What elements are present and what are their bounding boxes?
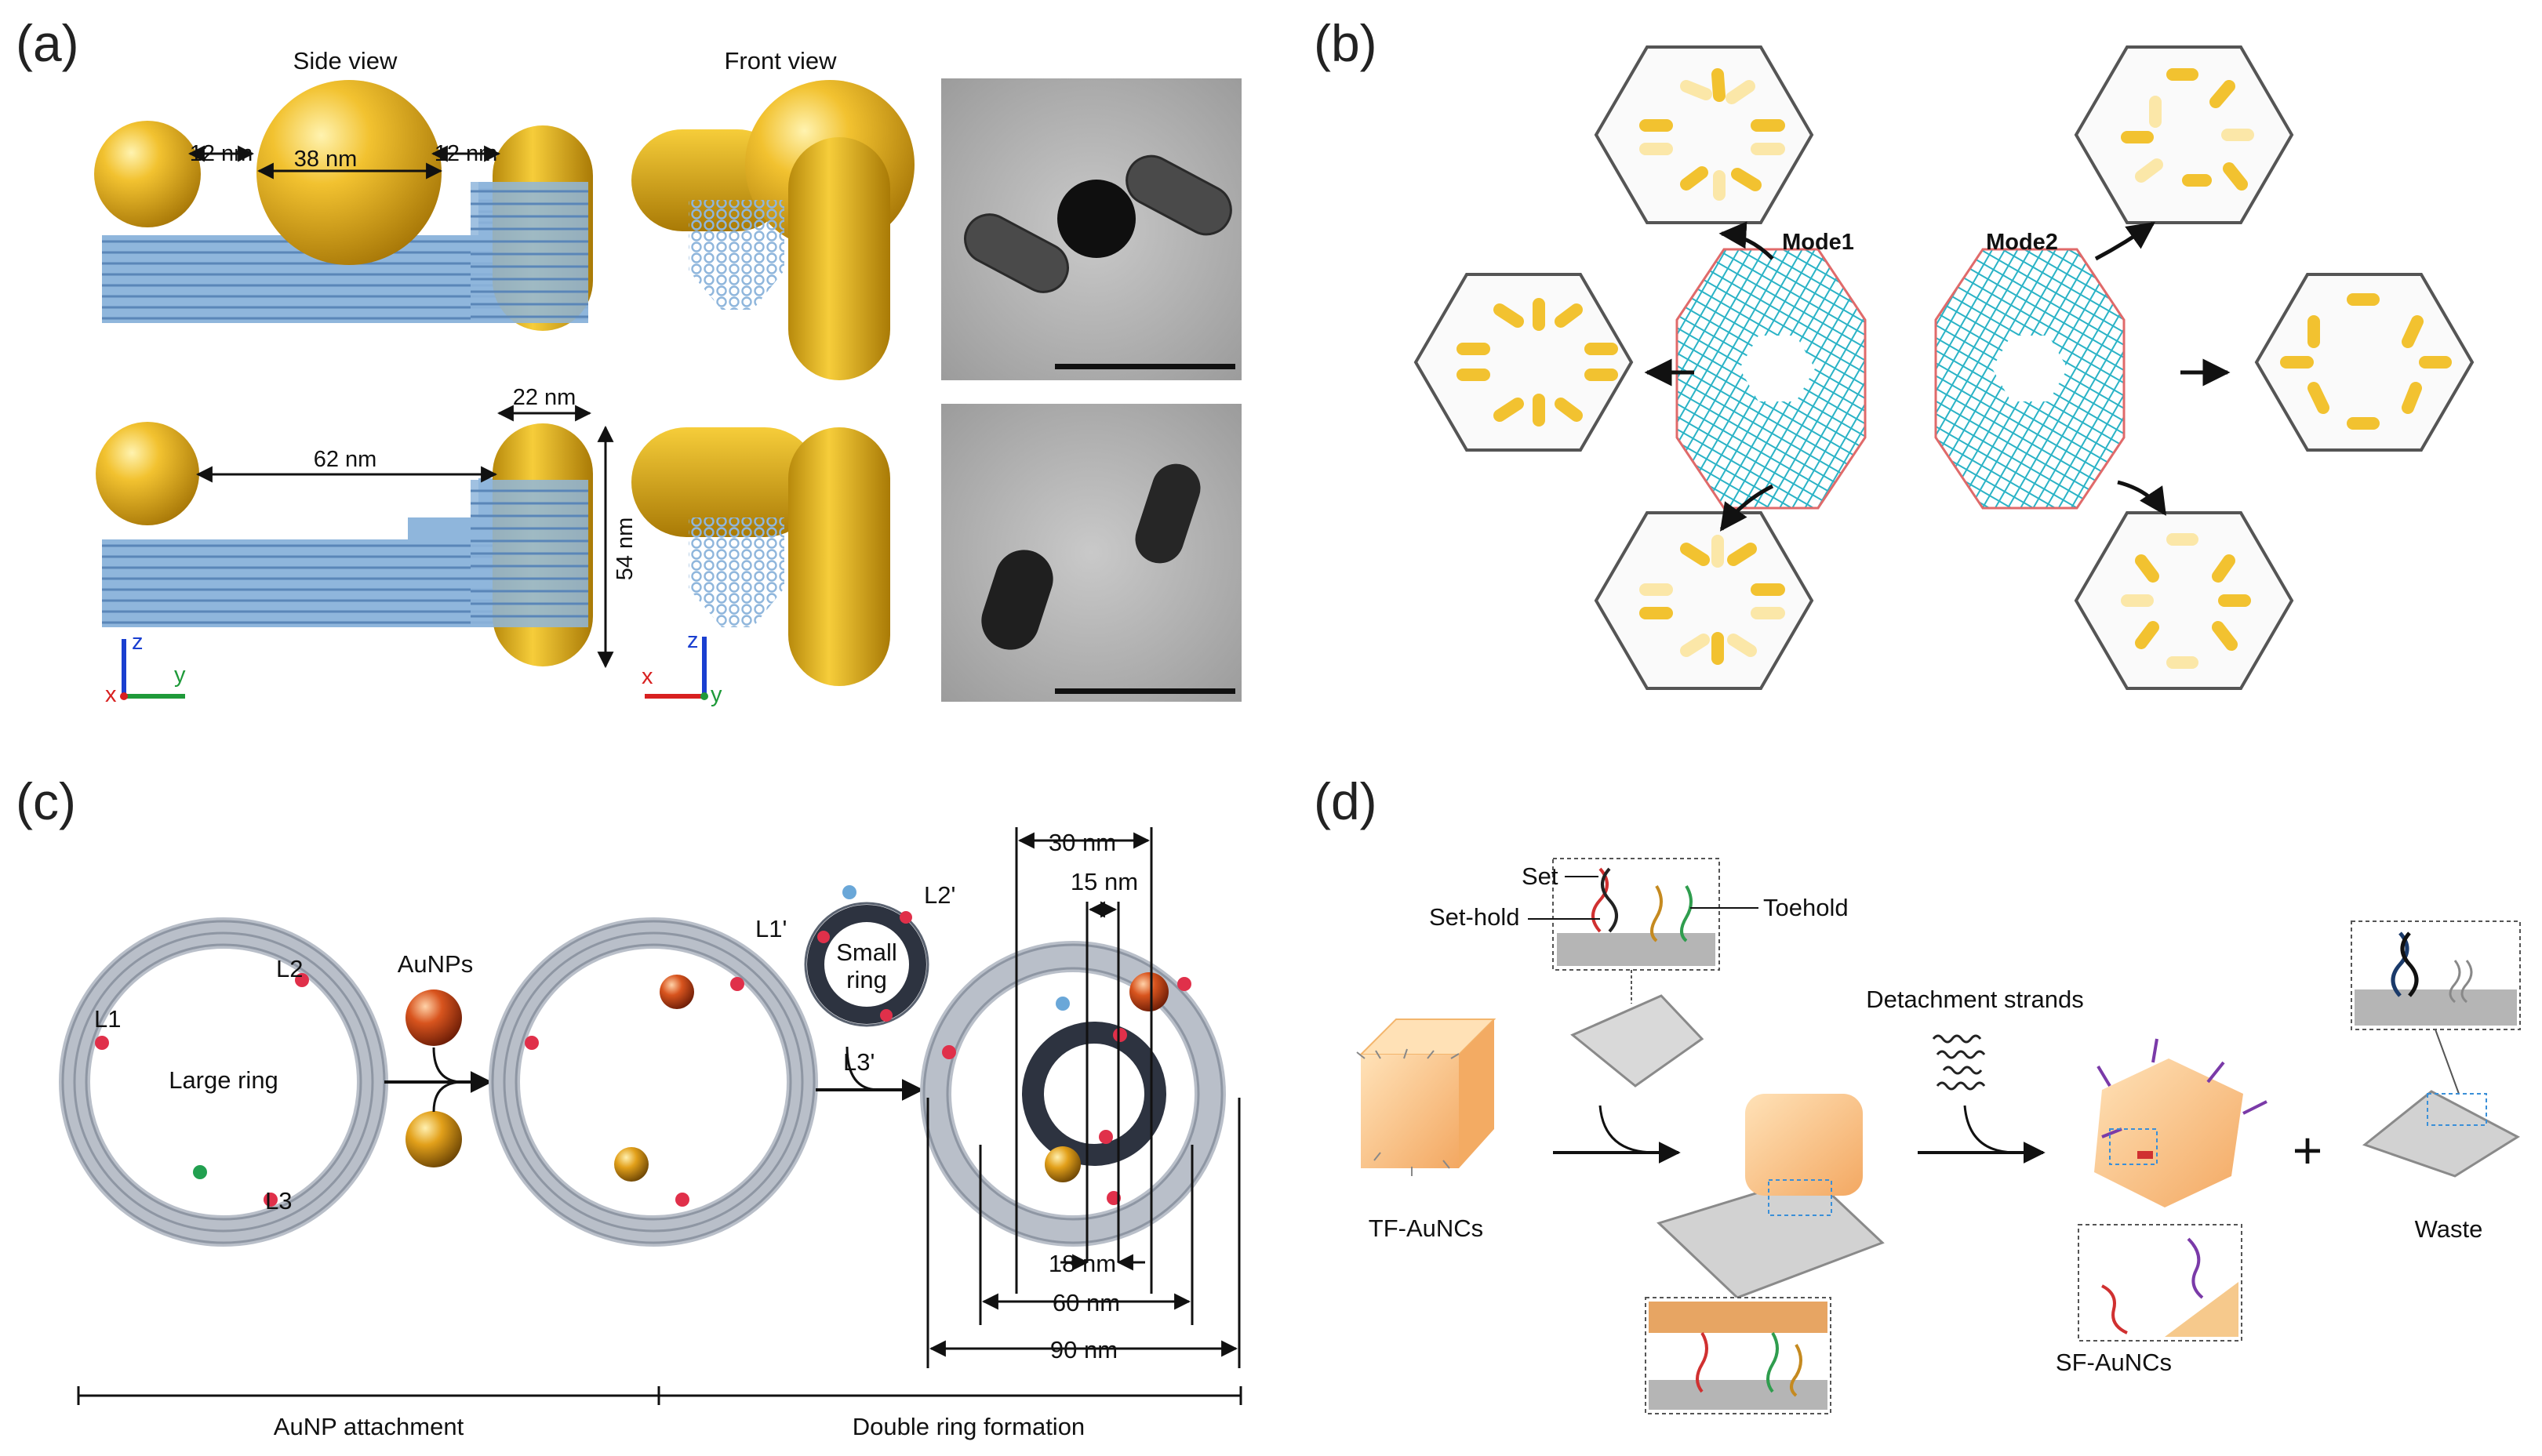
axis-x-side: x [105,682,117,707]
sf-aunc-cube [2094,1038,2267,1207]
large-ring-label: Large ring [169,1066,278,1094]
panel-d-label: (d) [1314,772,1377,830]
panel-a: (a) Side view Front view 12 nm 38 nm 12 … [16,14,1242,707]
aunps-label: AuNPs [398,950,473,978]
axes-triad-front: z x y [642,628,722,707]
double-ring [920,941,1226,1247]
plus-sign: + [2293,1121,2323,1179]
large-ring-2 [489,917,818,1247]
site-L2: L2 [276,955,303,982]
label-toehold: Toehold [1763,894,1849,921]
large-sphere-top [256,80,442,265]
mode2-label: Mode2 [1986,230,2058,255]
dim-rod-length: 54 nm [613,517,638,581]
hex-mode1-left [1413,273,1634,452]
axis-y-front: y [711,682,722,707]
dim-gap-left: 12 nm [190,141,253,166]
scale-bar-top [1055,364,1235,369]
label-set-hold: Set-hold [1429,903,1519,931]
panel-c: (c) Large ring L1 L2 L3 AuNPs [16,772,1242,1440]
small-sphere-bottom [96,422,199,525]
origami-triangle-waste [2362,1090,2521,1178]
small-ring-label-1: Small [836,939,897,966]
side-view-bottom: 22 nm 62 nm 54 nm z x y [96,385,638,707]
label-set: Set [1522,862,1558,890]
stage-double-ring: Double ring formation [853,1413,1085,1440]
dim-15nm: 15 nm [1071,868,1138,895]
axis-z-front: z [687,628,699,653]
label-waste: Waste [2415,1215,2483,1243]
site-L1-prime: L1' [755,915,787,942]
hex-mode2-right [2254,273,2475,452]
tem-image-bottom [941,404,1242,702]
axes-triad-side: z x y [105,630,186,707]
dim-90nm: 90 nm [1050,1336,1118,1363]
dim-30nm: 30 nm [1049,829,1116,856]
dim-sphere-diameter: 38 nm [294,147,358,172]
tf-aunc-cube [1356,1018,1496,1176]
cube-on-origami [1656,1094,1885,1299]
detachment-strand-squiggles [1932,1034,1986,1091]
small-ring-label-2: ring [846,966,887,993]
stage-aunp-attachment: AuNP attachment [274,1413,464,1440]
front-rod-vertical-bottom [788,427,890,686]
front-origami-hex-top [689,200,784,310]
small-ring: Small ring L1' L2' L3' [755,881,955,1101]
large-ring-1: Large ring L1 L2 L3 [59,917,388,1247]
front-origami-hex-bottom [689,517,784,627]
dim-18nm: 18 nm [1049,1250,1116,1277]
front-view-bottom: z x y [631,427,890,707]
hex-mode1-top [1594,45,1814,224]
label-detachment-strands: Detachment strands [1866,986,2083,1013]
label-tf-auncs: TF-AuNCs [1369,1215,1483,1242]
mode1-label: Mode1 [1782,230,1854,255]
origami-ring-mode1 [1675,248,1867,510]
hex-mode2-top [2074,45,2294,224]
aunps-addition: AuNPs [384,950,493,1167]
panel-a-label: (a) [16,14,79,72]
front-view-title: Front view [725,47,838,74]
stage-timeline [77,1386,1242,1405]
dim-sphere-rod-gap: 62 nm [314,447,377,472]
panel-b: (b) Mode1 Mode2 [1314,14,2475,690]
sf-zoom-inset [2078,1224,2242,1342]
axis-z-side: z [132,630,144,655]
double-ring-dimensions [926,827,1241,1368]
strand-inset [1552,858,1720,971]
panel-c-label: (c) [16,772,76,830]
origami-triangle-small [1570,994,1704,1087]
hex-mode1-bottom [1594,511,1814,690]
dim-60nm: 60 nm [1053,1289,1120,1316]
axis-x-front: x [642,664,653,689]
red-aunp [405,989,462,1046]
front-rod-horizontal-bottom [631,427,820,537]
site-L1: L1 [94,1005,121,1033]
tem-image-top [941,78,1242,380]
front-rod-vertical-top [788,137,890,380]
origami-ring-mode2 [1934,248,2126,510]
axis-y-side: y [174,663,186,688]
site-L3: L3 [265,1187,292,1215]
panel-b-label: (b) [1314,14,1377,72]
front-view-top [631,80,915,380]
panel-d: (d) Set Set-hold Toehold TF-AuNCs [1314,772,2521,1414]
yellow-aunp [405,1111,462,1167]
side-view-title: Side view [293,47,398,74]
side-view-top: 12 nm 38 nm 12 nm [94,80,593,331]
scale-bar-bottom [1055,688,1235,694]
binding-zoom-inset [1645,1297,1831,1414]
label-sf-auncs: SF-AuNCs [2056,1349,2172,1376]
hex-mode2-bottom [2074,511,2294,690]
mode-arrows [1644,221,2231,532]
dim-rod-width: 22 nm [513,385,576,410]
dim-gap-right: 12 nm [435,141,498,166]
small-sphere-top [94,121,201,227]
site-L2-prime: L2' [924,881,955,909]
waste-inset [2351,920,2521,1030]
